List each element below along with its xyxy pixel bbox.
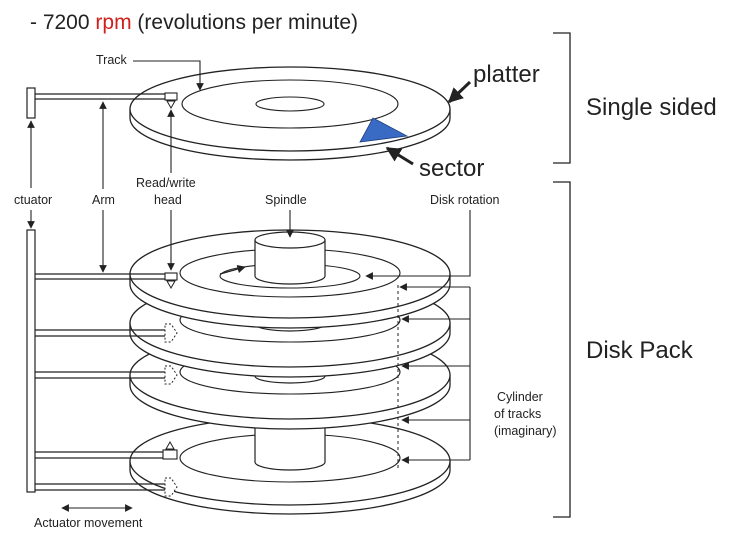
- arm-label: Arm: [92, 193, 115, 207]
- platter-label: platter: [473, 61, 540, 88]
- single-sided-label: Single sided: [586, 94, 717, 121]
- pack-arm-2: [35, 323, 178, 343]
- actuator-top: [26, 87, 36, 119]
- pack-arm-3: [35, 365, 178, 385]
- cylinder-label-3: (imaginary): [494, 424, 557, 438]
- track-label: Track: [96, 53, 128, 67]
- arm-top: [35, 92, 178, 110]
- rw-head-label-2: head: [154, 193, 182, 207]
- disk-pack-bracket: [553, 181, 571, 518]
- rotation-arrow-inner: [219, 264, 246, 275]
- spindle-label: Spindle: [265, 193, 307, 207]
- sector-label: sector: [419, 155, 484, 182]
- cylinder-arrows: [399, 283, 471, 464]
- cylinder-label-1: Cylinder: [497, 390, 543, 404]
- heading-suffix: (revolutions per minute): [132, 11, 358, 34]
- heading-prefix: - 7200: [30, 11, 95, 34]
- pack-arm-4: [35, 440, 178, 460]
- rpm-heading: - 7200 rpm (revolutions per minute): [30, 11, 358, 34]
- disk-rotation-arrow: [365, 210, 471, 280]
- heading-rpm: rpm: [95, 11, 131, 34]
- actuator-movement-label: Actuator movement: [34, 516, 143, 530]
- spindle: [254, 240, 326, 285]
- single-platter: [129, 66, 451, 161]
- track-arrow: [133, 60, 204, 91]
- single-sided-bracket: [553, 32, 571, 164]
- sector-wedge: [359, 117, 409, 143]
- cylinder-label-2: of tracks: [494, 407, 541, 421]
- actuator-label: ctuator: [14, 193, 52, 207]
- rw-head-label-1: Read/write: [136, 176, 196, 190]
- sector-arrow: [385, 146, 414, 166]
- disk-rotation-label: Disk rotation: [430, 193, 500, 207]
- pack-platter-1: [129, 229, 451, 329]
- platter-arrow: [447, 80, 472, 104]
- pack-arm-1: [35, 272, 178, 290]
- pack-arm-5: [35, 477, 178, 497]
- disk-pack-label: Disk Pack: [586, 337, 694, 364]
- actuator-column: [26, 229, 36, 493]
